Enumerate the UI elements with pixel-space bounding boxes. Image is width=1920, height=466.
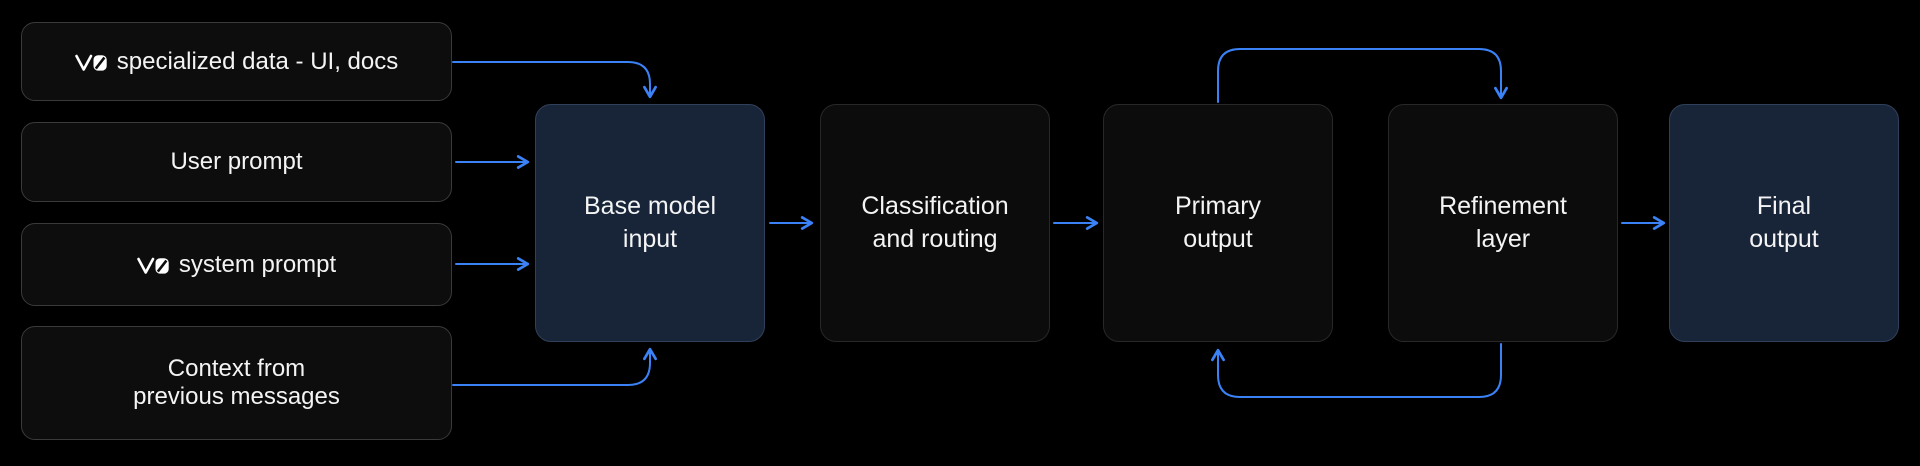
node-base-model-input: Base model input	[535, 104, 765, 342]
node-label: Final output	[1749, 192, 1819, 253]
v0-logo-icon	[137, 257, 169, 275]
node-label: specialized data - UI, docs	[116, 47, 399, 75]
node-label: Context from previous messages	[133, 355, 340, 410]
arrow-refinement-to-primary-bottom-loop	[1211, 343, 1502, 398]
node-label: Base model input	[583, 192, 717, 253]
node-context-previous-messages: Context from previous messages	[21, 326, 452, 440]
node-label: Classification and routing	[861, 192, 1009, 253]
node-user-prompt: User prompt	[21, 122, 452, 202]
node-refinement-layer: Refinement layer	[1388, 104, 1618, 342]
node-specialized-data: specialized data - UI, docs	[21, 22, 452, 101]
arrow-primary-to-refinement-top-loop	[1217, 48, 1508, 103]
arrow-specialized-data-to-base-model	[452, 61, 657, 99]
arrow-context-to-base-model	[452, 347, 657, 386]
node-system-prompt: system prompt	[21, 223, 452, 306]
node-label: Primary output	[1174, 192, 1262, 253]
node-label: system prompt	[178, 250, 337, 278]
node-final-output: Final output	[1669, 104, 1899, 342]
node-label: User prompt	[170, 148, 303, 175]
node-classification-and-routing: Classification and routing	[820, 104, 1050, 342]
v0-logo-icon	[74, 54, 107, 72]
node-label: Refinement layer	[1439, 192, 1567, 253]
node-primary-output: Primary output	[1103, 104, 1333, 342]
